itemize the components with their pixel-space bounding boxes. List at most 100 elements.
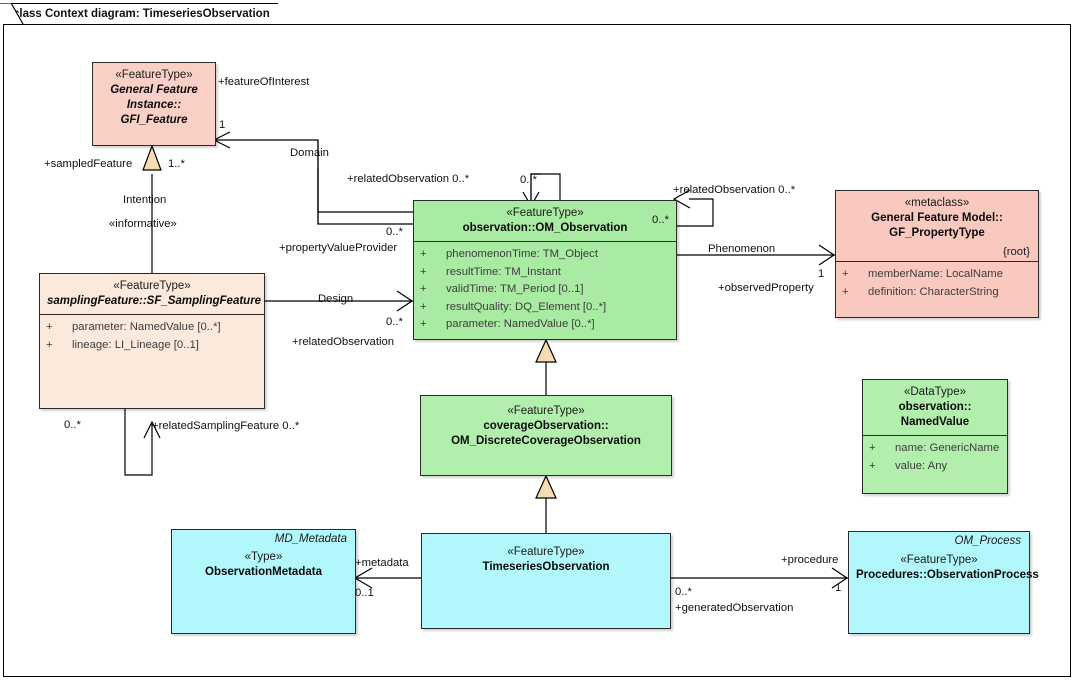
attribute-row: + parameter: NamedValue [0..*] <box>46 319 258 337</box>
label-metadata-multiplicity: 0..1 <box>355 587 374 599</box>
class-sf-sampling-feature-head: «FeatureType» samplingFeature::SF_Sampli… <box>40 274 264 314</box>
link-self-top-bridge <box>531 173 561 200</box>
class-named-value-attributes: + name: GenericName + value: Any <box>863 435 1007 481</box>
generalization-triangle-timeseries <box>535 474 557 499</box>
label-domain: Domain <box>290 147 329 159</box>
visibility-marker: + <box>46 338 53 351</box>
label-related-observation-design: +relatedObservation <box>292 336 395 348</box>
title-tab-slant-icon <box>0 3 24 25</box>
visibility-marker: + <box>420 283 427 295</box>
label-metadata: +metadata <box>355 557 409 569</box>
label-procedure-multiplicity: 1 <box>835 582 842 594</box>
visibility-marker: + <box>869 459 876 472</box>
link-domain-property-value-provider <box>317 168 413 225</box>
class-sf-sampling-feature-name: samplingFeature::SF_SamplingFeature <box>47 295 262 307</box>
class-observation-metadata-alias: MD_Metadata <box>274 533 347 545</box>
visibility-marker: + <box>420 265 427 278</box>
class-om-observation-attributes: + phenomenonTime: TM_Object + resultTime: … <box>414 241 676 340</box>
class-sf-sampling-feature-stereotype: «FeatureType» <box>113 280 191 292</box>
label-related-observation-domain: +relatedObservation 0..* <box>347 173 470 185</box>
diagram-title: class Context diagram: TimeseriesObserva… <box>13 8 270 20</box>
label-sampled-feature: +sampledFeature <box>44 158 133 170</box>
attribute-row: +resultQuality: DQ_Element [0..*] <box>420 299 670 317</box>
visibility-marker: + <box>420 248 427 260</box>
label-observed-property: +observedProperty <box>718 282 814 294</box>
class-named-value-name-1: observation:: <box>898 401 972 413</box>
attribute-row: + validTime: TM_Period [0..1] <box>420 281 670 299</box>
diagram-title-tab: class Context diagram: TimeseriesObserva… <box>3 3 278 24</box>
label-procedure: +procedure <box>781 554 839 566</box>
label-informative: «informative» <box>109 218 177 230</box>
label-related-sampling-feature: +relatedSamplingFeature 0..* <box>152 420 300 432</box>
visibility-marker: + <box>420 300 427 313</box>
generalization-triangle-coverage <box>535 338 557 363</box>
class-gf-propertytype[interactable]: «metaclass» General Feature Model:: GF_P… <box>835 190 1039 318</box>
arrow-procedure <box>831 567 849 589</box>
class-named-value-stereotype: «DataType» <box>903 386 966 398</box>
label-property-value-provider-multiplicity: 0..* <box>386 226 403 238</box>
attribute-text: definition: CharacterString <box>868 285 999 298</box>
attribute-text: name: GenericName <box>895 442 1000 454</box>
class-om-discrete-coverage-observation-name-2: OM_DiscreteCoverageObservation <box>451 435 641 447</box>
class-observation-process-head: «FeatureType» Procedures::ObservationPro… <box>849 547 1039 588</box>
attribute-text: validTime: TM_Period [0..1] <box>446 283 584 295</box>
class-gfi-feature-name-2: Instance:: <box>126 99 182 111</box>
label-intention: Intention <box>123 194 167 206</box>
arrow-related-observation-self <box>672 189 691 209</box>
class-observation-metadata-stereotype: «Type» <box>244 551 283 563</box>
class-observation-process-name: Procedures::ObservationProcess <box>856 569 1039 581</box>
link-related-sampling-feature <box>124 409 153 476</box>
label-self-loop-multiplicity: 0..* <box>520 174 537 186</box>
class-gf-propertytype-attributes: +memberName: LocalName +definition: Char… <box>836 261 1038 307</box>
class-gfi-feature-head: «FeatureType» General Feature Instance::… <box>93 63 215 133</box>
arrow-design <box>396 290 414 312</box>
class-om-observation-corner-multiplicity: 0..* <box>652 214 669 226</box>
label-property-value-provider: +propertyValueProvider <box>279 242 398 254</box>
class-om-observation[interactable]: «FeatureType» observation::OM_Observatio… <box>413 200 677 340</box>
generalization-triangle-sampled-feature <box>142 144 162 171</box>
label-sampled-feature-multiplicity: 1..* <box>168 158 185 170</box>
class-gf-propertytype-head: «metaclass» General Feature Model:: GF_P… <box>836 191 1038 246</box>
label-related-observation-self: +relatedObservation 0..* <box>673 184 796 196</box>
arrow-related-sampling-feature <box>143 420 161 439</box>
label-feature-of-interest-multiplicity: 1 <box>219 119 226 131</box>
attribute-text: value: Any <box>895 459 948 472</box>
class-gf-propertytype-name-1: General Feature Model:: <box>871 212 1003 224</box>
label-design-multiplicity: 0..* <box>386 316 403 328</box>
class-observation-process-alias: OM_Process <box>954 535 1021 547</box>
class-sf-sampling-feature[interactable]: «FeatureType» samplingFeature::SF_Sampli… <box>39 273 265 409</box>
attribute-row: + name: GenericName <box>869 440 1001 458</box>
visibility-marker: + <box>842 285 849 298</box>
class-om-observation-name: observation::OM_Observation <box>462 222 628 234</box>
class-observation-process-stereotype: «FeatureType» <box>900 554 978 566</box>
class-sf-sampling-feature-attributes: + parameter: NamedValue [0..*] +lineage: … <box>40 314 264 360</box>
class-observation-metadata-head: «Type» ObservationMetadata <box>172 545 355 585</box>
attribute-text: phenomenonTime: TM_Object <box>446 248 598 260</box>
class-named-value[interactable]: «DataType» observation:: NamedValue +nam… <box>862 379 1008 494</box>
attribute-row: + value: Any <box>869 458 1001 476</box>
attribute-row: +parameter: NamedValue [0..*] <box>420 316 670 334</box>
class-gfi-feature[interactable]: «FeatureType» General Feature Instance::… <box>92 62 216 146</box>
label-generated-observation: +generatedObservation <box>675 602 794 614</box>
label-phenomenon: Phenomenon <box>708 243 776 255</box>
class-observation-metadata[interactable]: MD_Metadata «Type» ObservationMetadata <box>171 529 356 634</box>
class-gf-propertytype-name-2: GF_PropertyType <box>889 227 985 239</box>
attribute-text: memberName: LocalName <box>868 268 1003 280</box>
label-observed-property-multiplicity: 1 <box>818 268 825 280</box>
class-gfi-feature-stereotype: «FeatureType» <box>115 69 193 81</box>
class-om-discrete-coverage-observation-stereotype: «FeatureType» <box>507 405 585 417</box>
attribute-text: parameter: NamedValue [0..*] <box>72 321 221 333</box>
class-gf-propertytype-stereotype: «metaclass» <box>904 197 970 209</box>
visibility-marker: + <box>869 442 876 454</box>
attribute-text: parameter: NamedValue [0..*] <box>446 318 595 330</box>
attribute-text: resultTime: TM_Instant <box>446 265 561 278</box>
class-om-discrete-coverage-observation-name-1: coverageObservation:: <box>483 420 609 432</box>
attribute-row: +lineage: LI_Lineage [0..1] <box>46 337 258 355</box>
class-observation-process[interactable]: OM_Process «FeatureType» Procedures::Obs… <box>848 531 1039 634</box>
label-design: Design <box>318 293 354 305</box>
class-om-discrete-coverage-observation-head: «FeatureType» coverageObservation:: OM_D… <box>421 396 671 454</box>
class-timeseries-observation[interactable]: «FeatureType» TimeseriesObservation <box>421 533 671 629</box>
class-om-discrete-coverage-observation[interactable]: «FeatureType» coverageObservation:: OM_D… <box>420 395 672 476</box>
visibility-marker: + <box>46 321 53 333</box>
